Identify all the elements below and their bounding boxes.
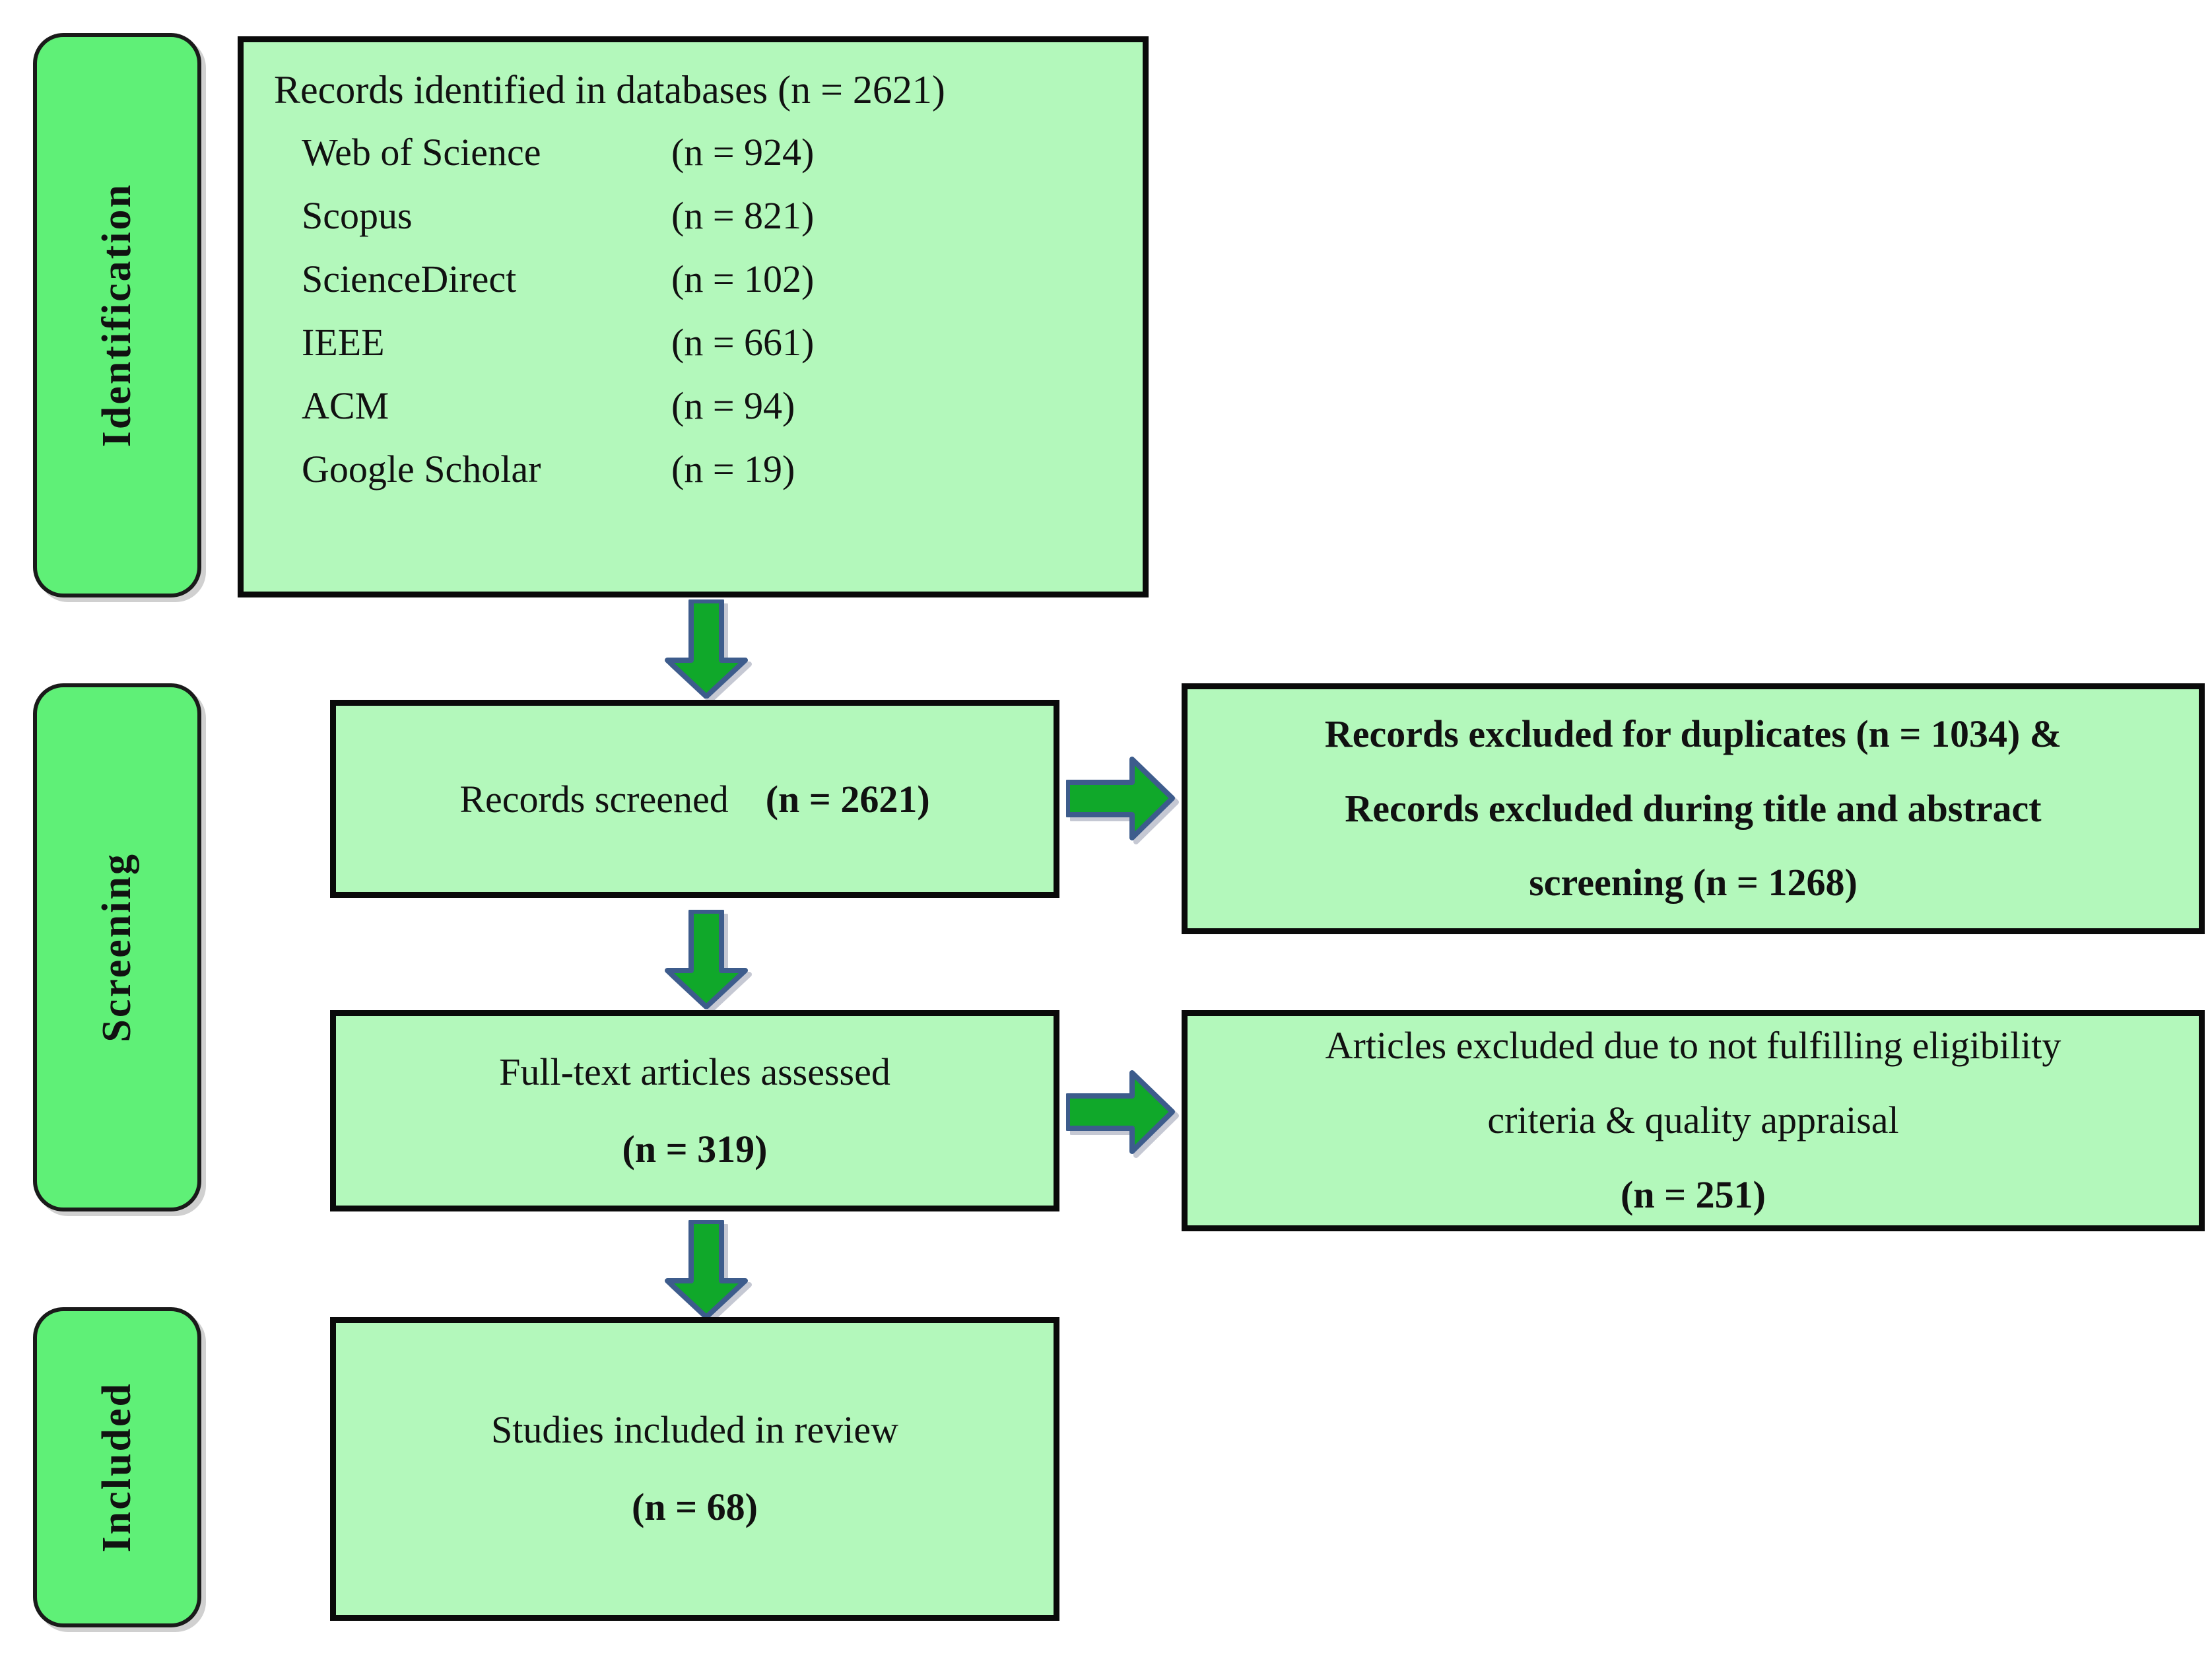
database-count: (n = 924) (671, 131, 815, 174)
database-count: (n = 661) (671, 321, 815, 364)
database-name: Google Scholar (302, 448, 541, 491)
arrow-down-icon-2 (663, 910, 749, 1009)
database-row-scopus: Scopus (n = 821) (274, 197, 1112, 235)
excluded-2-line-2: criteria & quality appraisal (1487, 1099, 1899, 1142)
stage-label-screening: Screening (94, 852, 139, 1042)
database-name: IEEE (302, 321, 385, 364)
studies-included-box: Studies included in review (n = 68) (330, 1317, 1059, 1621)
excluded-2-line-1: Articles excluded due to not fulfilling … (1325, 1024, 2061, 1068)
arrow-right-icon-1 (1066, 756, 1175, 842)
database-row-acm: ACM (n = 94) (274, 387, 1112, 425)
database-count: (n = 821) (671, 194, 815, 237)
stage-label-included: Included (94, 1382, 139, 1553)
database-name: Scopus (302, 194, 413, 237)
database-name: Web of Science (302, 131, 541, 174)
stage-bar-included: Included (33, 1307, 201, 1627)
stage-label-identification: Identification (94, 183, 139, 448)
excluded-1-line-2: Records excluded during title and abstra… (1345, 786, 2042, 830)
records-screened-count: (n = 2621) (765, 777, 930, 821)
database-count: (n = 102) (671, 257, 815, 300)
included-line-1: Studies included in review (491, 1408, 898, 1452)
records-identified-box: Records identified in databases (n = 262… (238, 36, 1149, 597)
database-count: (n = 19) (671, 448, 795, 491)
arrow-right-icon-2 (1066, 1070, 1175, 1155)
excluded-2-line-3: (n = 251) (1621, 1173, 1766, 1216)
database-row-sciencedirect: ScienceDirect (n = 102) (274, 260, 1112, 298)
records-identified-headline: Records identified in databases (n = 262… (274, 68, 945, 112)
included-line-2: (n = 68) (632, 1485, 758, 1528)
records-screened-label: Records screened (459, 777, 729, 821)
arrow-down-icon-1 (663, 599, 749, 698)
records-screened-row: Records screened (n = 2621) (459, 777, 929, 821)
full-text-line-2: (n = 319) (622, 1127, 768, 1171)
database-row-ieee: IEEE (n = 661) (274, 324, 1112, 362)
database-name: ACM (302, 384, 389, 427)
database-row-google-scholar: Google Scholar (n = 19) (274, 450, 1112, 489)
records-screened-box: Records screened (n = 2621) (330, 700, 1059, 898)
full-text-assessed-box: Full-text articles assessed (n = 319) (330, 1010, 1059, 1211)
stage-bar-screening: Screening (33, 683, 201, 1211)
database-name: ScienceDirect (302, 257, 517, 300)
stage-bar-identification: Identification (33, 33, 201, 597)
database-row-web-of-science: Web of Science (n = 924) (274, 133, 1112, 172)
database-count: (n = 94) (671, 384, 795, 427)
records-excluded-box-1: Records excluded for duplicates (n = 103… (1182, 683, 2205, 934)
articles-excluded-box-2: Articles excluded due to not fulfilling … (1182, 1010, 2205, 1231)
excluded-1-line-1: Records excluded for duplicates (n = 103… (1324, 712, 2062, 755)
full-text-line-1: Full-text articles assessed (499, 1050, 890, 1093)
arrow-down-icon-3 (663, 1220, 749, 1319)
excluded-1-line-3: screening (n = 1268) (1529, 861, 1858, 904)
